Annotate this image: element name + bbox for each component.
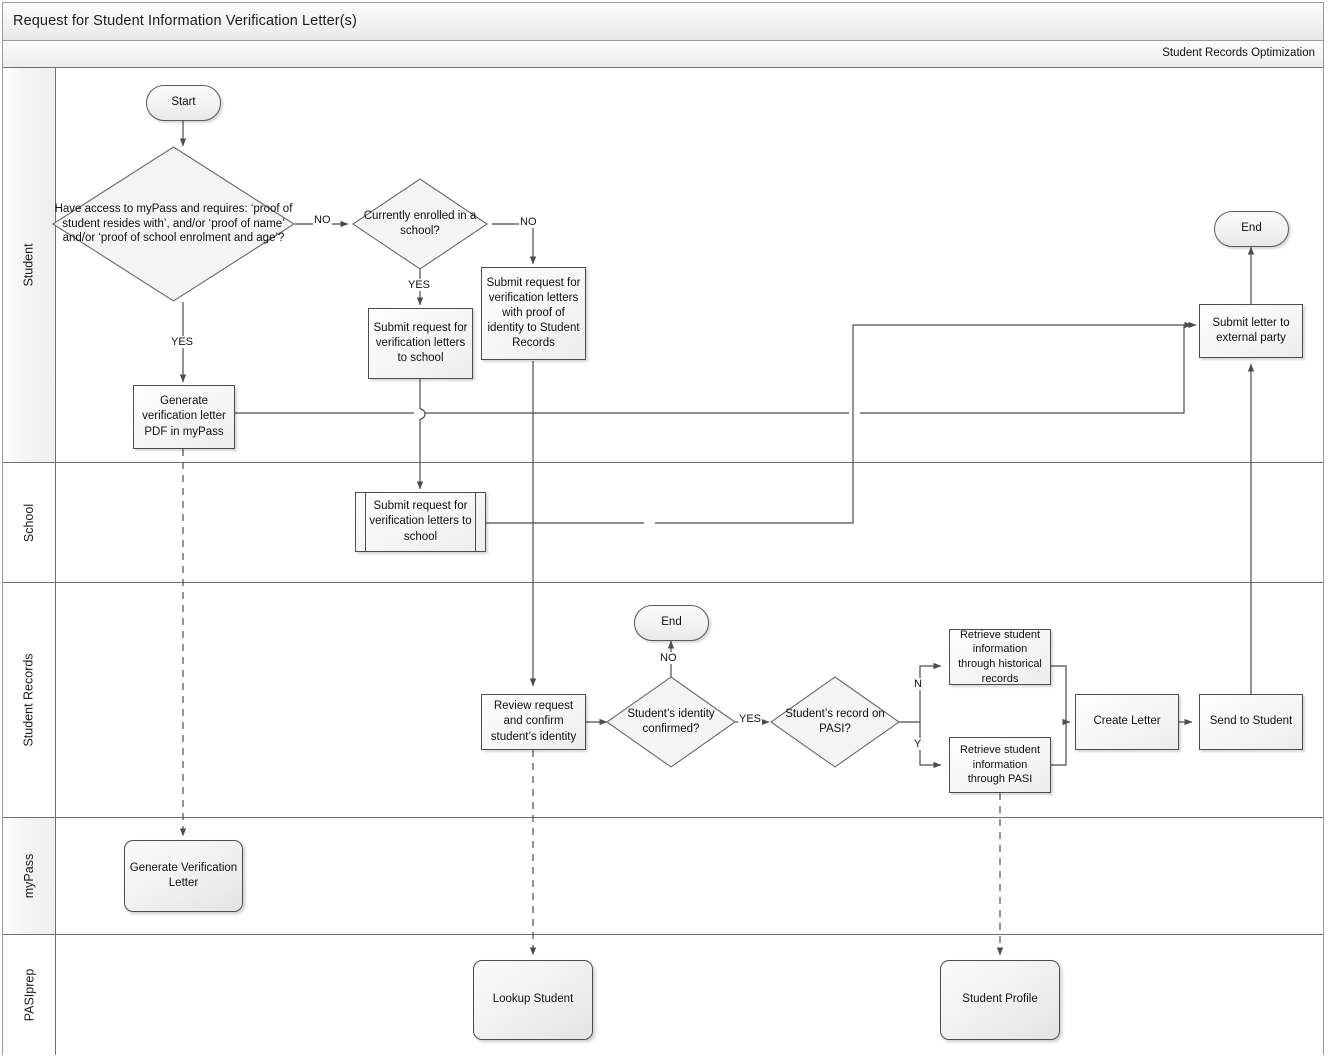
edge-school-r2 (655, 321, 1193, 524)
node-submit-external[interactable]: Submit letter to external party (1199, 304, 1303, 358)
edge-label-access-yes: YES (170, 336, 195, 348)
edge-label-enrolled-yes: YES (407, 279, 432, 291)
edge-label-pasi-y: Y (913, 738, 923, 750)
node-submit-to-school-label: Submit request for verification letters … (373, 321, 468, 365)
edge-label-enrolled-no: NO (519, 216, 538, 228)
node-decision-identity-label: Student’s identity confirmed? (627, 708, 715, 735)
swimlane-header-school: School (3, 463, 56, 582)
node-student-profile[interactable]: Student Profile (940, 960, 1060, 1040)
edge-genpdf-r3 (860, 325, 1185, 414)
node-generate-pdf-label: Generate verification letter PDF in myPa… (142, 395, 226, 438)
node-end-student[interactable]: End (1214, 211, 1289, 247)
node-start-label: Start (171, 96, 196, 109)
node-student-profile-label: Student Profile (962, 993, 1038, 1006)
node-retrieve-pasi[interactable]: Retrieve student information through PAS… (949, 737, 1051, 793)
node-retrieve-historical-label: Retrieve student information through his… (958, 628, 1042, 685)
diagram-subtitle: Student Records Optimization (1162, 47, 1315, 59)
decision-pasi-shape (770, 676, 900, 768)
edge-pasi-y (919, 722, 942, 769)
node-decision-access[interactable]: Have access to myPass and requires: ‘pro… (52, 146, 295, 302)
swimlane-header-pasiprep: PASIprep (3, 935, 56, 1055)
node-decision-enrolled[interactable]: Currently enrolled in a school? (352, 178, 488, 270)
edge-label-access-no: NO (313, 214, 332, 226)
diagram-title-bar: Request for Student Information Verifica… (3, 3, 1323, 41)
node-lookup-student-label: Lookup Student (492, 993, 574, 1006)
page-title: Request for Student Information Verifica… (13, 13, 357, 29)
node-end-student-label: End (1241, 222, 1262, 235)
node-submit-to-school[interactable]: Submit request for verification letters … (368, 308, 473, 379)
decision-enrolled-shape (352, 178, 488, 270)
edge-pasi-join (1051, 722, 1067, 766)
node-start[interactable]: Start (146, 85, 221, 121)
swimlane-header-student: Student (3, 68, 56, 462)
node-end-records[interactable]: End (634, 605, 709, 641)
decision-identity-shape (606, 676, 736, 768)
swimlane-header-mypass: myPass (3, 818, 56, 934)
swimlane-pasiprep: PASIprep (3, 935, 1323, 1055)
swimlane-body-mypass (56, 818, 1323, 934)
node-retrieve-pasi-label: Retrieve student information through PAS… (959, 744, 1041, 786)
node-send-to-student[interactable]: Send to Student (1199, 694, 1303, 750)
node-submit-with-proof-label: Submit request for verification letters … (486, 276, 581, 350)
swimlane-student: Student (3, 68, 1323, 463)
node-create-letter-label: Create Letter (1093, 715, 1161, 728)
edge-label-identity-no: NO (659, 652, 678, 664)
edge-label-identity-yes: YES (738, 713, 763, 725)
edge-hist-join (1051, 665, 1067, 722)
node-retrieve-historical[interactable]: Retrieve student information through his… (949, 629, 1051, 685)
node-review-identity[interactable]: Review request and confirm student’s ide… (481, 694, 586, 750)
edge-enrolled-no (492, 223, 537, 265)
edge-pasi-n (899, 662, 942, 723)
node-create-letter[interactable]: Create Letter (1075, 694, 1179, 750)
node-decision-pasi[interactable]: Student’s record on PASI? (770, 676, 900, 768)
edge-jump-1 (419, 408, 426, 420)
swimlane-mypass: myPass (3, 818, 1323, 935)
node-review-identity-label: Review request and confirm student’s ide… (490, 700, 577, 743)
swimlane-header-student-records: Student Records (3, 583, 56, 817)
node-school-submit[interactable]: Submit request for verification letters … (355, 492, 486, 552)
node-send-to-student-label: Send to Student (1209, 715, 1293, 728)
node-submit-external-label: Submit letter to external party (1212, 316, 1290, 344)
node-generate-letter-label: Generate Verification Letter (129, 861, 238, 889)
swimlane-body-pasiprep (56, 935, 1323, 1055)
diagram-subtitle-bar: Student Records Optimization (3, 41, 1323, 68)
node-generate-letter[interactable]: Generate Verification Letter (124, 840, 243, 912)
node-lookup-student[interactable]: Lookup Student (473, 960, 593, 1040)
node-end-records-label: End (661, 616, 682, 629)
edge-label-pasi-n: N (913, 678, 923, 690)
node-school-submit-label: Submit request for verification letters … (369, 500, 472, 543)
swimlane-body-student (56, 68, 1323, 462)
node-decision-identity[interactable]: Student’s identity confirmed? (606, 676, 736, 768)
decision-access-shape (52, 146, 295, 302)
node-generate-pdf[interactable]: Generate verification letter PDF in myPa… (133, 385, 235, 449)
node-decision-access-label: Have access to myPass and requires: ‘pro… (54, 202, 293, 245)
node-decision-enrolled-label: Currently enrolled in a school? (363, 210, 477, 237)
node-submit-with-proof[interactable]: Submit request for verification letters … (481, 267, 586, 360)
node-decision-pasi-label: Student’s record on PASI? (785, 708, 885, 735)
